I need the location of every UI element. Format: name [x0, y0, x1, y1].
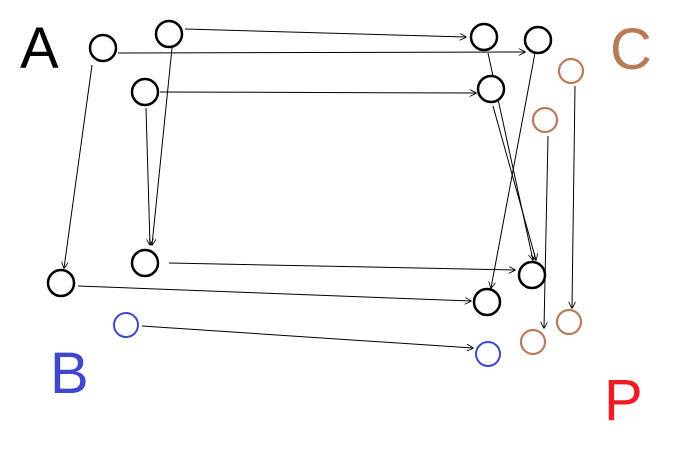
- node-b: [46, 268, 76, 298]
- node-a: [88, 33, 118, 63]
- edge-a-top-right2: [117, 52, 525, 53]
- node-top-right1: [469, 22, 499, 52]
- edge-brown2-brown4: [544, 135, 549, 328]
- label-b: B: [50, 341, 89, 406]
- node-brown2: [531, 106, 559, 134]
- node-a2: [130, 77, 160, 107]
- label-c: C: [610, 17, 652, 82]
- edge-brown1-brown3: [572, 85, 575, 308]
- edge-blue-left-blue-right: [141, 325, 473, 348]
- edge-a-b: [64, 64, 93, 268]
- node-brown3: [555, 308, 583, 336]
- edge-top1-top-right1: [184, 28, 466, 37]
- label-p: P: [604, 368, 643, 433]
- node-mid-right: [517, 260, 547, 290]
- label-a: A: [20, 16, 59, 81]
- node-bottom-right: [472, 287, 502, 317]
- edge-a2-mid-right: [159, 92, 476, 93]
- node-blue-left: [113, 312, 139, 338]
- node-mid-left: [130, 248, 160, 278]
- edge-mid-left-mid-right: [168, 262, 515, 270]
- node-top-right2: [523, 25, 553, 55]
- node-brown4: [519, 328, 547, 356]
- edge-top-right2-bottom-right: [491, 52, 536, 288]
- node-blue-right: [475, 341, 501, 367]
- node-brown1: [557, 57, 585, 85]
- edge-mid-right-node-to-mid-right: [492, 105, 536, 260]
- edge-top1-mid-left: [152, 47, 173, 245]
- edge-b-bottom-right: [77, 285, 471, 301]
- node-top1: [154, 19, 184, 49]
- node-mid-right-upper: [476, 74, 506, 104]
- edge-a2-mid-left: [145, 107, 150, 245]
